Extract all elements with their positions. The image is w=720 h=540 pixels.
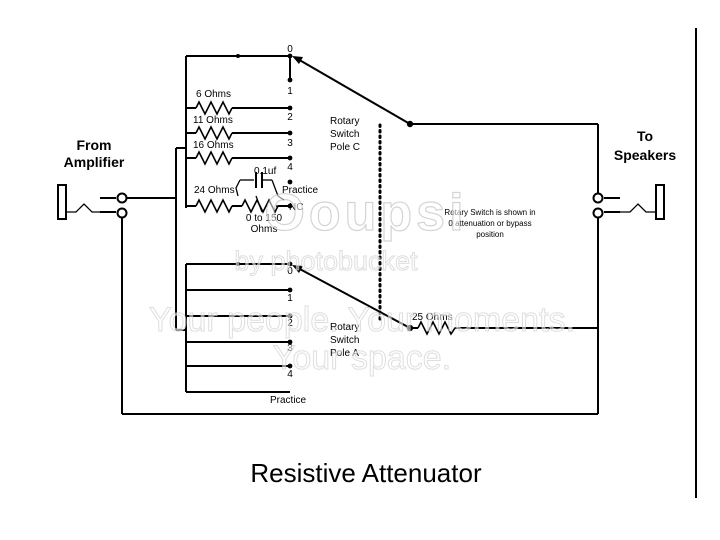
resistor-label-24: 24 Ohms bbox=[194, 185, 235, 196]
capacitor-label: 0.1uf bbox=[254, 166, 276, 177]
pot-label-line2: Ohms bbox=[251, 224, 278, 235]
pole-c-label-line3: Pole C bbox=[330, 142, 360, 153]
pole-a-label-line1: Rotary bbox=[330, 322, 359, 333]
diagram-title: Resistive Attenuator bbox=[250, 458, 482, 488]
pole-c-label-line2: Switch bbox=[330, 129, 359, 140]
input-ground-terminal bbox=[116, 207, 128, 219]
pole-c-position-4: 4 bbox=[287, 162, 293, 173]
watermark-line1: Your people. Your moments. bbox=[149, 301, 575, 339]
pole-a-position-2: 2 bbox=[287, 318, 293, 329]
watermark-line2: Your space. bbox=[273, 339, 451, 377]
from-label-line2: Amplifier bbox=[64, 154, 125, 170]
to-label-line1: To bbox=[637, 128, 653, 144]
pole-a-practice-label: Practice bbox=[270, 395, 307, 406]
pole-a-position-0: 0 bbox=[287, 266, 293, 277]
pole-c-practice-label: Practice bbox=[282, 185, 319, 196]
watermark-brand: Ooupsi bbox=[264, 184, 467, 242]
capacitor-symbol bbox=[235, 172, 290, 213]
resistor-label-16: 16 Ohms bbox=[193, 140, 234, 151]
pole-c-position-1: 1 bbox=[287, 86, 293, 97]
note-line3: position bbox=[476, 230, 504, 239]
resistor-label-25: 25 Ohms bbox=[412, 312, 453, 323]
nc-label: NC bbox=[289, 202, 303, 213]
input-jack bbox=[57, 184, 128, 220]
pole-a-label-line3: Pole A bbox=[330, 348, 359, 359]
pot-label-line1: 0 to 150 bbox=[246, 213, 283, 224]
to-label-line2: Speakers bbox=[614, 147, 676, 163]
pole-a-position-3: 3 bbox=[287, 343, 293, 354]
pole-c-position-0: 0 bbox=[287, 44, 293, 55]
output-ground-terminal bbox=[592, 207, 604, 219]
note-line2: 0 attenuation or bypass bbox=[448, 219, 531, 228]
pole-a-position-1: 1 bbox=[287, 293, 293, 304]
output-jack bbox=[592, 184, 665, 220]
input-hot-terminal bbox=[116, 192, 128, 204]
output-hot-terminal bbox=[592, 192, 604, 204]
watermark: Ooupsi by photobucket Your people. Your … bbox=[149, 183, 576, 377]
watermark-by-line: by photobucket bbox=[234, 246, 418, 276]
switch-wipers bbox=[292, 56, 411, 329]
pole-c-label-line1: Rotary bbox=[330, 116, 359, 127]
pole-c-position-2: 2 bbox=[287, 112, 293, 123]
pole-c-position-3: 3 bbox=[287, 138, 293, 149]
from-label-line1: From bbox=[77, 137, 112, 153]
pole-a-position-4: 4 bbox=[287, 369, 293, 380]
resistor-label-11: 11 Ohms bbox=[193, 115, 233, 126]
resistor-label-6: 6 Ohms bbox=[196, 89, 231, 100]
note-line1: Rotary Switch is shown in bbox=[444, 208, 535, 217]
pole-a-label-line2: Switch bbox=[330, 335, 359, 346]
